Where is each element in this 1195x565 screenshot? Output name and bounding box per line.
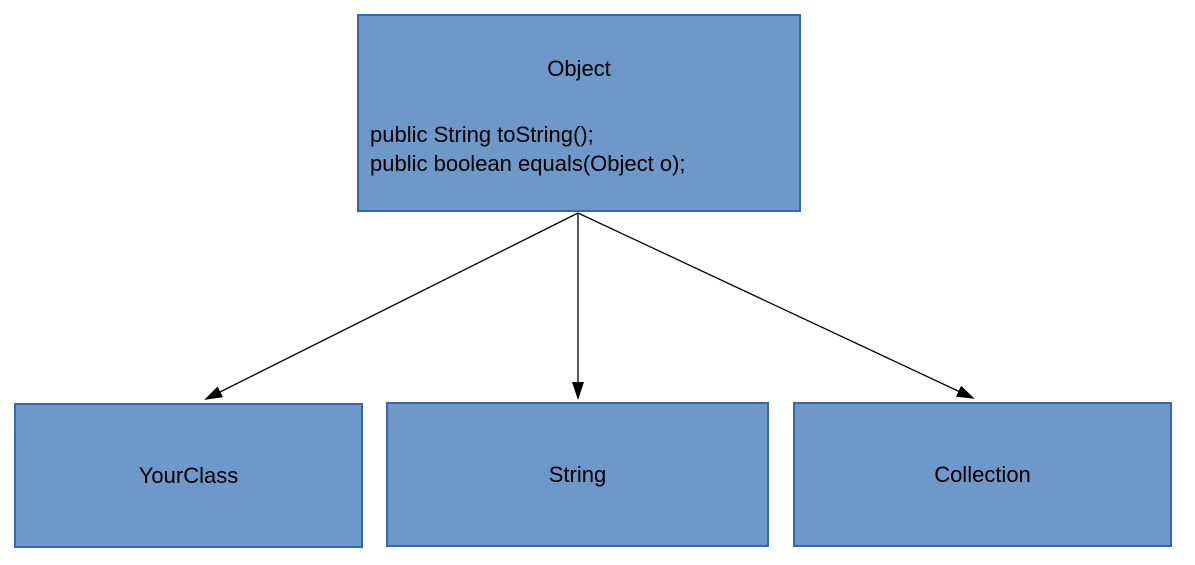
class-title-object: Object — [547, 56, 611, 81]
method-equals: public boolean equals(Object o); — [370, 151, 686, 176]
edge-object-yourclass — [204, 212, 579, 400]
edge-object-collection — [577, 212, 975, 399]
class-box-yourclass: YourClass — [14, 403, 363, 548]
method-tostring: public String toString(); — [370, 122, 594, 147]
class-title-collection: Collection — [934, 461, 1031, 487]
class-box-object: Object public String toString(); public … — [357, 14, 801, 212]
class-title-string: String — [548, 461, 607, 487]
class-box-collection: Collection — [793, 402, 1172, 547]
class-methods-object: public String toString(); public boolean… — [359, 120, 799, 178]
class-box-string: String — [386, 402, 769, 547]
class-title-yourclass: YourClass — [138, 462, 239, 488]
